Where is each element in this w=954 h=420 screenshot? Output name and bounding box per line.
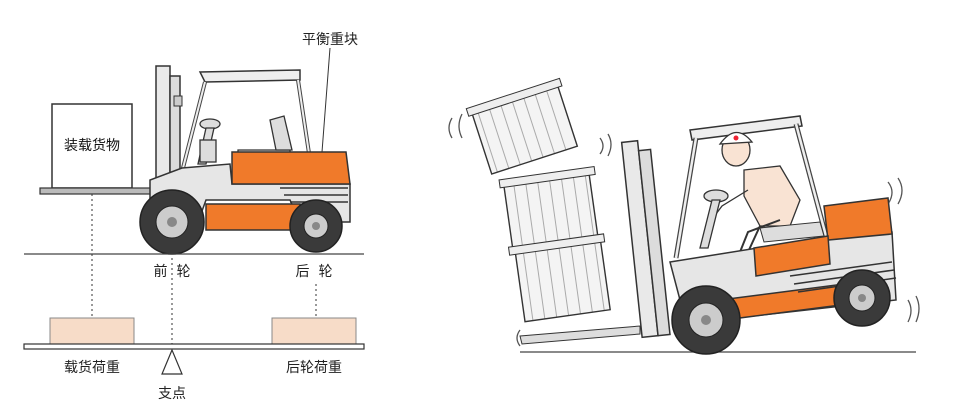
front-wheel-right — [671, 285, 741, 355]
tilted-crates — [498, 165, 611, 323]
counterweight-label: 平衡重块 — [302, 32, 358, 48]
overhead-guard — [181, 69, 312, 169]
motion-marks — [448, 113, 920, 347]
falling-crate — [465, 77, 579, 175]
counterweight-pointer — [321, 47, 331, 153]
front-wheel — [139, 189, 205, 255]
mast-right — [620, 139, 671, 339]
cargo-box — [51, 103, 133, 189]
right-illustration — [448, 77, 920, 355]
rear-load-label: 后轮荷重 — [286, 360, 342, 376]
cargo-load-label: 载货荷重 — [64, 359, 120, 376]
operator-figure — [715, 131, 801, 263]
rear-wheel — [289, 199, 343, 253]
projection-lines — [91, 194, 317, 348]
balance-beam — [23, 343, 365, 350]
steering-wheel — [197, 118, 221, 165]
counterweight — [231, 151, 351, 185]
counterweight-right — [823, 197, 893, 241]
fulcrum-label: 支点 — [158, 386, 186, 402]
left-diagram: 装载货物 平衡 — [23, 32, 365, 402]
overhead-guard-right — [673, 115, 829, 259]
front-wheel-label: 前 轮 — [154, 263, 191, 280]
rear-wheel-label: 后 轮 — [296, 264, 333, 280]
steering-wheel-right — [699, 189, 729, 249]
rear-wheel-right — [833, 269, 891, 327]
rear-load-block — [271, 317, 357, 345]
fork-right — [519, 325, 641, 345]
cargo-load-block — [49, 317, 135, 345]
fulcrum — [161, 348, 183, 375]
cargo-label: 装载货物 — [64, 137, 120, 154]
